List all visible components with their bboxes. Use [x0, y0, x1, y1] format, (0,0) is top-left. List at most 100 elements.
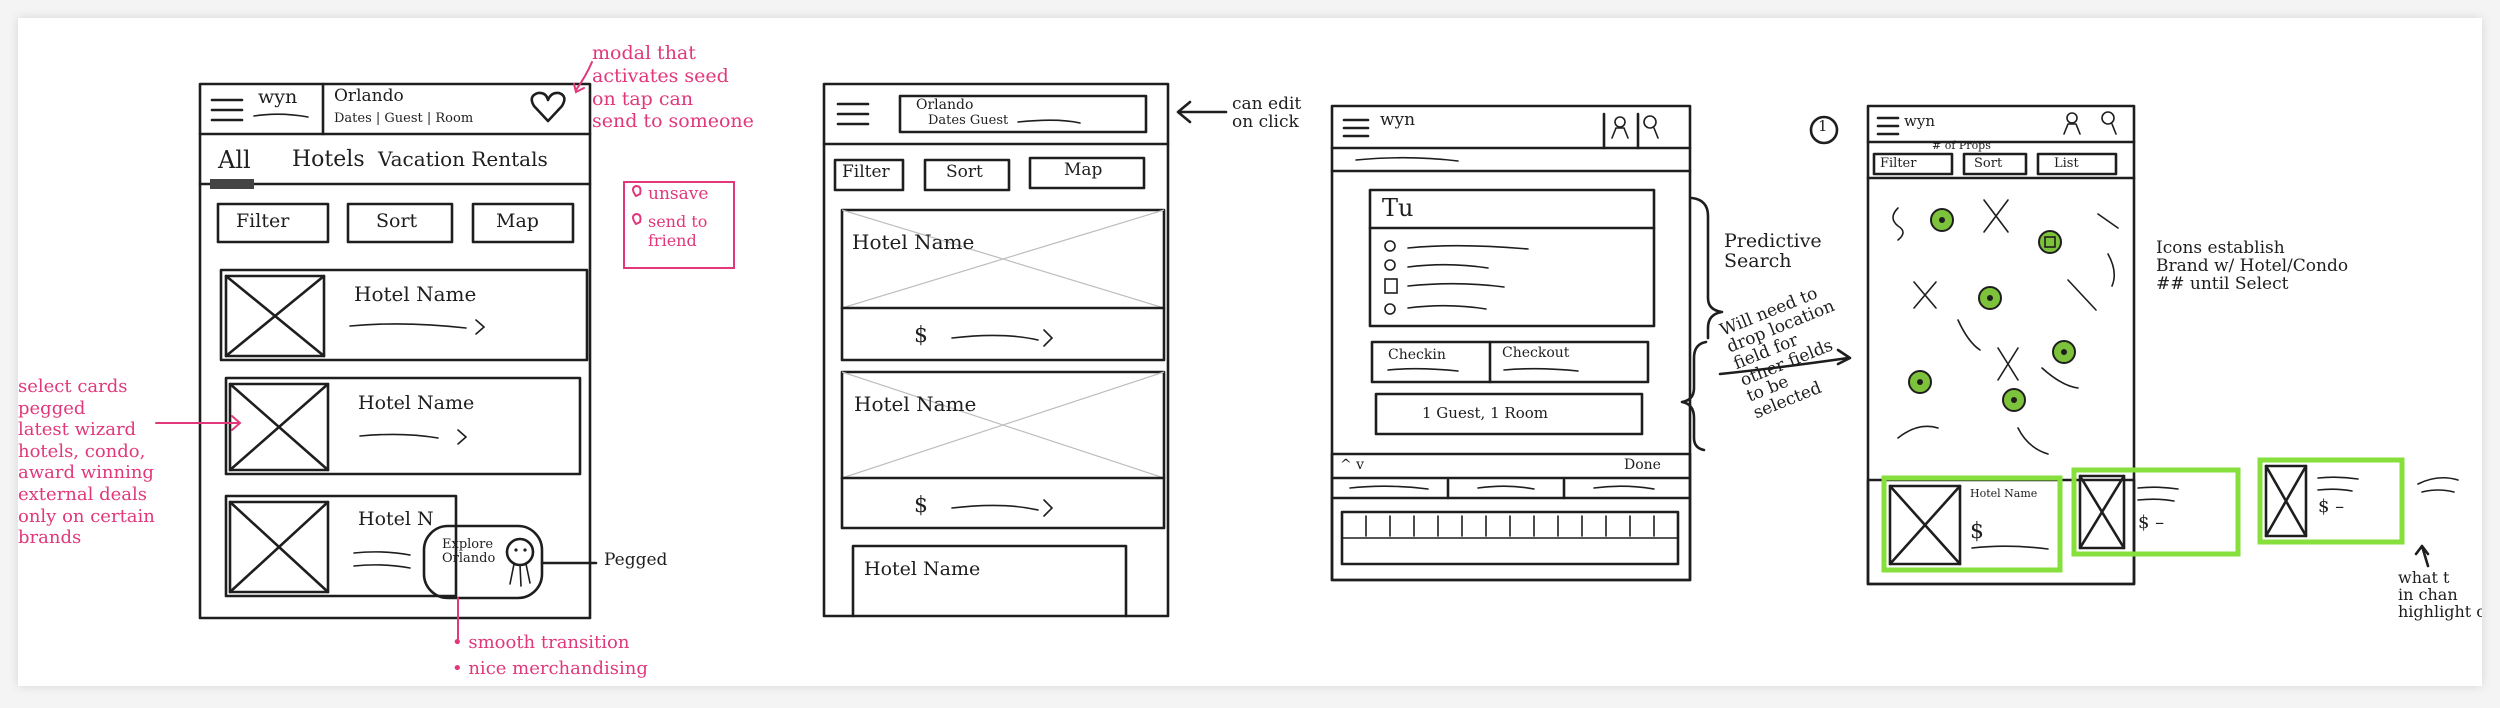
tab-hotels[interactable]: Hotels: [292, 147, 365, 172]
hotel-card[interactable]: [2071, 467, 2241, 557]
user-icon[interactable]: [2063, 112, 2081, 135]
condo-marker-icon[interactable]: [2038, 230, 2062, 254]
price-small: $ –: [2318, 496, 2345, 517]
hotel-name: Hotel Name: [864, 558, 981, 580]
dates-guests-label[interactable]: Dates | Guest | Room: [334, 111, 474, 126]
sort-button[interactable]: [1962, 152, 2028, 176]
logo: wyn: [258, 86, 298, 108]
phone-frame: [198, 82, 592, 620]
checkout-label[interactable]: Checkout: [1502, 345, 1570, 361]
predictive-note: Predictive Search: [1724, 230, 1822, 272]
hotel-name: Hotel N: [358, 508, 434, 530]
filter-button[interactable]: [1872, 152, 1954, 176]
sort-label: Sort: [946, 162, 983, 182]
predictive-search-panel: [1368, 188, 1656, 328]
tab-vacation-rentals[interactable]: Vacation Rentals: [378, 147, 548, 171]
map-button[interactable]: [1028, 156, 1146, 190]
price-small: $ –: [2138, 512, 2165, 533]
screen1-wireframe: [198, 82, 598, 644]
done-button[interactable]: Done: [1624, 457, 1661, 473]
mascot-icon: [505, 537, 535, 567]
heart-icon: [632, 184, 642, 198]
logo: wyn: [1904, 112, 1935, 130]
smooth-note: • smooth transition: [452, 632, 630, 653]
building-icon: [1384, 278, 1398, 294]
heart-icon[interactable]: [530, 91, 566, 123]
hamburger-icon[interactable]: [1876, 116, 1900, 136]
search-input[interactable]: Tu: [1382, 194, 1414, 222]
search-field[interactable]: [898, 94, 1148, 134]
pin-icon: [1384, 303, 1396, 315]
hamburger-icon[interactable]: [1342, 118, 1370, 138]
filter-label: Filter: [236, 210, 290, 232]
dates-guests-label[interactable]: Dates Guest: [928, 113, 1009, 128]
logo: wyn: [1380, 110, 1416, 130]
heart-icon: [632, 212, 642, 226]
map-button[interactable]: [471, 202, 575, 244]
sort-button[interactable]: [923, 158, 1011, 192]
field-nav-arrows[interactable]: ^ v: [1340, 457, 1365, 473]
sketch-sheet: wyn Orlando Dates | Guest | Room All Hot…: [18, 18, 2482, 686]
edit-note: can edit on click: [1232, 94, 1302, 132]
filter-label: Filter: [842, 162, 890, 182]
highlight-note: what t in chan highlight o: [2398, 568, 2482, 621]
hotel-card[interactable]: [851, 544, 1128, 618]
hamburger-icon[interactable]: [210, 98, 244, 122]
hotel-card[interactable]: [840, 370, 1166, 530]
pin-icon: [1384, 240, 1396, 252]
price-symbol: $: [1970, 519, 1984, 544]
location-label[interactable]: Orlando: [916, 97, 974, 113]
checkin-label[interactable]: Checkin: [1388, 347, 1446, 363]
map-area[interactable]: [1892, 199, 2119, 455]
modal-note: modal that activates seed on tap can sen…: [592, 42, 754, 133]
unsave-note: unsave: [648, 184, 709, 204]
map-label: Map: [496, 210, 539, 232]
price-symbol: $: [914, 493, 928, 518]
screen4-wireframe: [1809, 104, 2459, 586]
hotel-name: Hotel Name: [1970, 487, 2038, 500]
hotel-name: Hotel Name: [852, 230, 975, 254]
search-icon[interactable]: [2101, 111, 2117, 135]
sort-button[interactable]: [346, 202, 454, 244]
date-fields[interactable]: [1370, 340, 1650, 384]
hotel-name: Hotel Name: [854, 392, 977, 416]
icons-note: Icons establish Brand w/ Hotel/Condo ## …: [2156, 238, 2349, 294]
hotel-card[interactable]: [2257, 457, 2405, 545]
map-label: Map: [1064, 160, 1103, 180]
guests-label[interactable]: 1 Guest, 1 Room: [1422, 404, 1548, 422]
filter-button[interactable]: [216, 202, 330, 244]
keyboard-area: [1330, 452, 1692, 582]
sketch-lines: [155, 61, 2459, 644]
hotel-card[interactable]: [840, 208, 1166, 362]
pin-icon: [1384, 259, 1396, 271]
hotel-card[interactable]: [224, 494, 458, 598]
user-icon[interactable]: [1611, 116, 1629, 139]
list-label: List: [2054, 156, 2079, 171]
hamburger-icon[interactable]: [836, 102, 870, 126]
sort-label: Sort: [376, 210, 418, 232]
merch-note: • nice merchandising: [452, 658, 648, 679]
hotel-name: Hotel Name: [354, 282, 477, 306]
pink-note-box: [623, 181, 735, 269]
location-label[interactable]: Orlando: [334, 86, 404, 106]
step-number: 1: [1818, 117, 1828, 135]
filter-button[interactable]: [833, 158, 905, 192]
search-icon[interactable]: [1643, 115, 1659, 139]
filter-label: Filter: [1880, 156, 1917, 171]
screen3-wireframe: [1330, 104, 1852, 582]
phone-frame: [822, 82, 1170, 618]
hotel-card[interactable]: [224, 376, 582, 476]
hotel-card[interactable]: [219, 268, 589, 362]
pegged-label: Pegged: [604, 550, 668, 570]
props-count: # of Props: [1932, 139, 1991, 152]
list-button[interactable]: [2036, 152, 2118, 176]
guests-field[interactable]: [1374, 392, 1644, 436]
select-cards-note: select cards pegged latest wizard hotels…: [18, 376, 155, 549]
send-friend-note: send to friend: [648, 212, 708, 251]
step-marker: [1809, 115, 1839, 145]
tab-all[interactable]: All: [218, 146, 251, 174]
hotel-card-selected[interactable]: [1881, 475, 2063, 573]
price-symbol: $: [914, 323, 928, 348]
sort-label: Sort: [1974, 156, 2003, 171]
hotel-name: Hotel Name: [358, 392, 475, 414]
